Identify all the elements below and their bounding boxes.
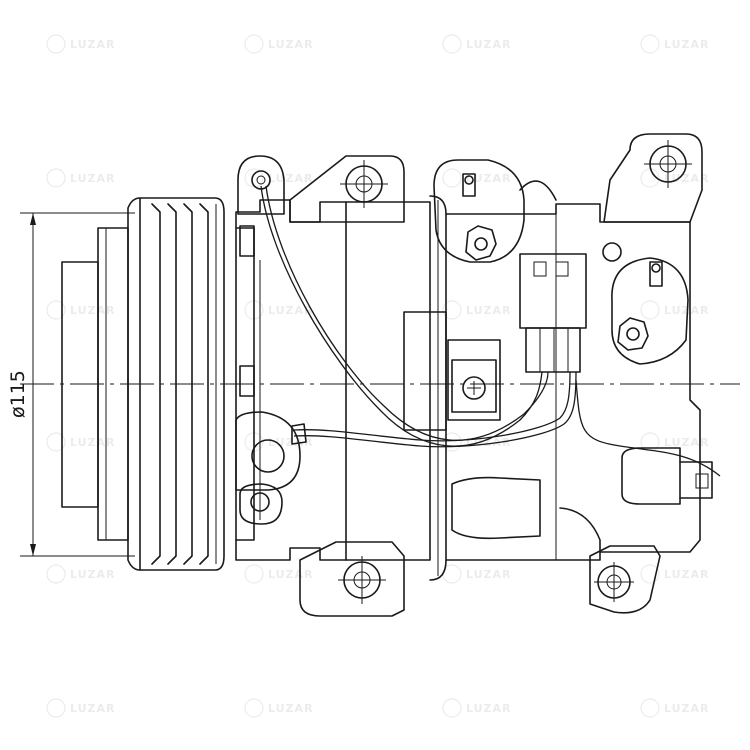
luzar-logo-icon [442,168,462,188]
luzar-logo-icon [46,432,66,452]
watermark-logo: LUZAR [244,698,314,718]
watermark-logo: LUZAR [442,34,512,54]
top-right-mount [603,133,703,223]
watermark-text: LUZAR [664,436,710,449]
luzar-logo-icon [640,34,660,54]
watermark-text: LUZAR [466,172,512,185]
watermark-logo: LUZAR [244,168,314,188]
watermark-text: LUZAR [268,172,314,185]
watermark-logo: LUZAR [640,432,710,452]
watermark-logo: LUZAR [442,300,512,320]
luzar-logo-icon [46,168,66,188]
watermark-logo: LUZAR [640,698,710,718]
watermark-text: LUZAR [664,702,710,715]
top-fitting [433,159,557,263]
luzar-logo-icon [244,168,264,188]
luzar-logo-icon [640,432,660,452]
watermark-text: LUZAR [70,38,116,51]
luzar-logo-icon [442,698,462,718]
luzar-logo-icon [244,34,264,54]
watermark-text: LUZAR [664,38,710,51]
watermark-text: LUZAR [664,568,710,581]
sensor-plug [621,447,713,505]
luzar-logo-icon [244,698,264,718]
watermark-text: LUZAR [70,568,116,581]
luzar-logo-icon [640,564,660,584]
luzar-logo-icon [46,300,66,320]
watermark-logo: LUZAR [46,300,116,320]
luzar-logo-icon [46,34,66,54]
watermark-logo: LUZAR [442,698,512,718]
wiring [260,185,721,477]
luzar-logo-icon [640,698,660,718]
watermark-text: LUZAR [70,702,116,715]
watermark-logo: LUZAR [244,34,314,54]
watermark-logo: LUZAR [46,34,116,54]
watermark-text: LUZAR [268,38,314,51]
watermark-logo: LUZAR [640,34,710,54]
watermark-text: LUZAR [70,304,116,317]
watermark-logo: LUZAR [46,168,116,188]
luzar-logo-icon [442,300,462,320]
watermark-logo: LUZAR [640,564,710,584]
pulley [127,197,225,571]
watermark-logo: LUZAR [640,300,710,320]
watermark-logo: LUZAR [442,168,512,188]
luzar-logo-icon [46,564,66,584]
luzar-logo-icon [442,432,462,452]
watermark-logo: LUZAR [46,564,116,584]
watermark-text: LUZAR [268,568,314,581]
luzar-logo-icon [244,564,264,584]
front-housing [235,155,347,561]
electrical-connector [519,253,587,373]
watermark-logo: LUZAR [442,564,512,584]
watermark-text: LUZAR [70,436,116,449]
diameter-dimension: ø115 [7,212,135,557]
luzar-logo-icon [442,34,462,54]
watermark-logo: LUZAR [244,564,314,584]
watermark-text: LUZAR [466,304,512,317]
watermark-text: LUZAR [664,172,710,185]
luzar-logo-icon [46,698,66,718]
watermark-text: LUZAR [466,38,512,51]
bottom-right-mount [589,545,661,614]
watermark-text: LUZAR [466,702,512,715]
watermark-text: LUZAR [268,436,314,449]
luzar-logo-icon [640,300,660,320]
watermark-logo: LUZAR [46,698,116,718]
watermark-layer: LUZAR LUZAR LUZAR LUZAR LUZAR LUZAR LUZAR LUZAR… [46,34,710,718]
diameter-label: ø115 [7,370,29,418]
bottom-mounting-ear [299,541,405,617]
compressor-body [345,195,447,581]
watermark-text: LUZAR [466,568,512,581]
watermark-logo: LUZAR [46,432,116,452]
watermark-text: LUZAR [268,702,314,715]
watermark-text: LUZAR [268,304,314,317]
rear-fitting [602,242,689,365]
watermark-text: LUZAR [664,304,710,317]
top-mounting-ear [289,155,405,223]
watermark-text: LUZAR [70,172,116,185]
